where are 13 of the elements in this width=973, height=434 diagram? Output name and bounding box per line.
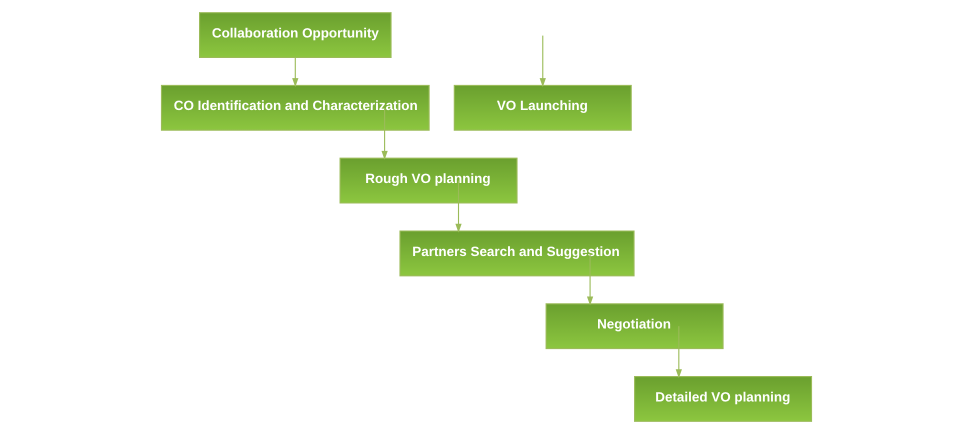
node-box: CO Identification and Characterization: [160, 84, 430, 131]
arrow: [381, 108, 388, 160]
arrow: [586, 253, 594, 306]
node-box: Negotiation: [546, 303, 724, 350]
node-box: Partners Search and Suggestion: [399, 230, 635, 276]
arrow: [676, 326, 682, 378]
arrow: [455, 180, 462, 233]
node-box: Rough VO planning: [340, 158, 518, 204]
node-box: VO Launching: [454, 84, 632, 131]
node-box: Collaboration Opportunity: [199, 12, 392, 58]
node-box: Detailed VO planning: [634, 376, 812, 422]
arrow: [292, 58, 298, 88]
arrow: [540, 36, 546, 88]
